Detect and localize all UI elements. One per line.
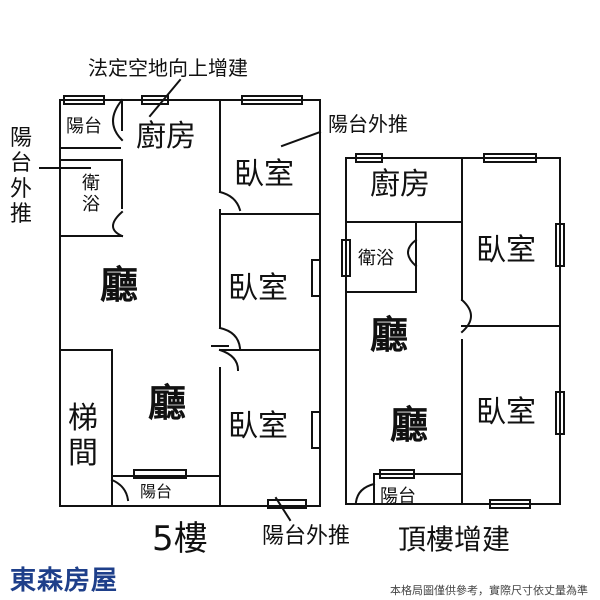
rooftop-living2-label: 廳 bbox=[390, 403, 429, 447]
floor5-living1-label: 廳 bbox=[100, 263, 139, 307]
window bbox=[489, 499, 531, 509]
floor5-caption: 5樓 bbox=[152, 519, 208, 559]
floor5-living2-label: 廳 bbox=[148, 381, 187, 425]
rooftop-bath-label: 衛浴 bbox=[358, 248, 394, 269]
window bbox=[555, 223, 565, 267]
window bbox=[555, 391, 565, 435]
balcony-extension-note-top: 陽台外推 bbox=[328, 112, 408, 136]
door bbox=[218, 190, 242, 212]
window bbox=[379, 469, 415, 479]
window bbox=[311, 259, 321, 297]
door bbox=[110, 478, 130, 502]
rooftop-outer-wall bbox=[345, 157, 561, 505]
door bbox=[112, 210, 124, 238]
window bbox=[133, 469, 187, 479]
rooftop-balcony-label: 陽台 bbox=[380, 486, 416, 507]
disclaimer-text: 本格局圖僅供參考，實際尺寸依丈量為準 bbox=[390, 584, 588, 597]
door bbox=[112, 98, 124, 142]
door bbox=[218, 348, 240, 372]
door bbox=[460, 298, 472, 334]
floor5-bedroom1-label: 臥室 bbox=[234, 157, 294, 192]
leader-line bbox=[148, 78, 182, 118]
window bbox=[483, 153, 537, 163]
rooftop-living1-label: 廳 bbox=[370, 313, 409, 357]
window bbox=[267, 499, 307, 509]
leader-line bbox=[274, 496, 292, 522]
balcony-extension-note-left: 陽台外推 bbox=[9, 126, 32, 227]
floor5-stairs-label: 梯間 bbox=[68, 401, 98, 471]
rooftop-caption: 頂樓增建 bbox=[398, 523, 511, 556]
rooftop-bedroom1-label: 臥室 bbox=[476, 233, 536, 268]
leader-line bbox=[280, 130, 322, 148]
floor5-kitchen-label: 廚房 bbox=[136, 119, 196, 154]
floor5-balcony-bottom-label: 陽台 bbox=[140, 482, 173, 501]
window bbox=[63, 95, 105, 105]
floor5-bedroom2-label: 臥室 bbox=[228, 271, 288, 306]
balcony-extension-note-bottom: 陽台外推 bbox=[262, 524, 351, 549]
window bbox=[241, 95, 303, 105]
floor5-outer-wall bbox=[59, 99, 321, 507]
window bbox=[311, 411, 321, 449]
window bbox=[141, 95, 169, 105]
door bbox=[354, 482, 376, 504]
rooftop-kitchen-label: 廚房 bbox=[370, 167, 430, 202]
floor5-bath-label: 衛浴 bbox=[82, 173, 100, 215]
floor5-bedroom3-label: 臥室 bbox=[228, 409, 288, 444]
door bbox=[407, 238, 418, 268]
upward-extension-note: 法定空地向上增建 bbox=[88, 56, 248, 80]
door bbox=[218, 326, 242, 350]
window bbox=[355, 153, 383, 163]
window bbox=[341, 239, 351, 277]
brand-logo-text: 東森房屋 bbox=[10, 566, 119, 596]
rooftop-bedroom2-label: 臥室 bbox=[476, 395, 536, 430]
floor5-balcony-top-label: 陽台 bbox=[66, 116, 102, 137]
